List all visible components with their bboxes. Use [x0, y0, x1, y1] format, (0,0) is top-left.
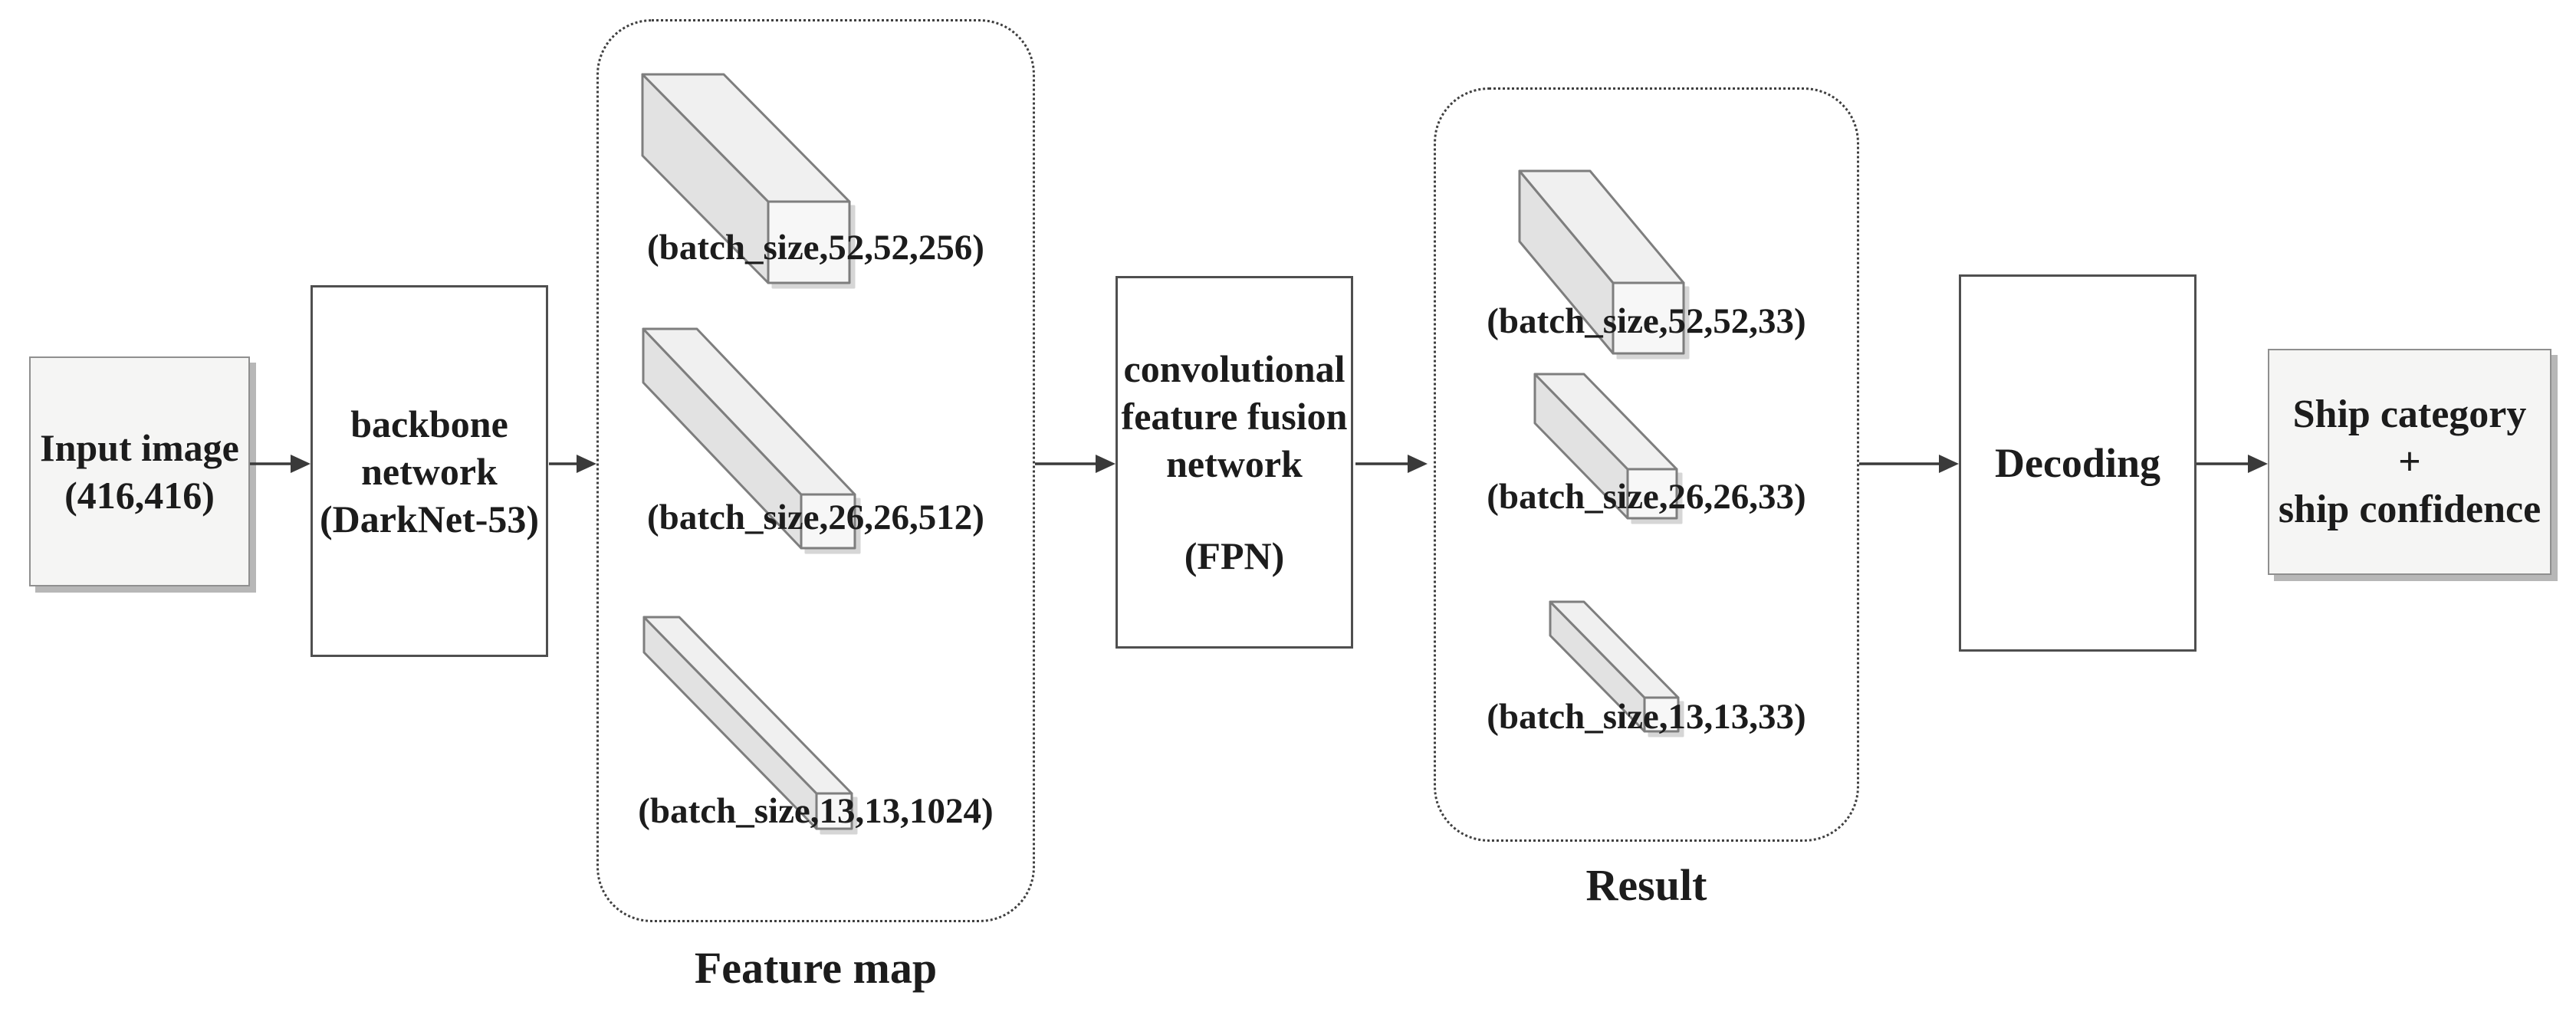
decoding-label: Decoding: [1995, 440, 2160, 486]
arrow-backbone-to-featuremap-icon: [549, 455, 596, 473]
result-group: [1434, 87, 1859, 842]
feature-tensor-bar-13x13x1024-icon: [642, 616, 853, 830]
fpn-label-line4: (FPN): [1184, 534, 1285, 577]
result-bar2-label: (batch_size,26,26,33): [1487, 477, 1806, 517]
arrow-result-to-decoding-icon: [1859, 455, 1959, 473]
input-image-label-line1: Input image: [40, 426, 239, 469]
output-label-line2: +: [2398, 439, 2421, 484]
arrow-fpn-to-result-icon: [1355, 455, 1428, 473]
result-tensor-bar-52x52x33-icon: [1518, 169, 1685, 355]
result-bar3-label: (batch_size,13,13,33): [1487, 697, 1806, 737]
feature-bar3-label: (batch_size,13,13,1024): [638, 791, 994, 831]
result-bar1-label: (batch_size,52,52,33): [1487, 301, 1806, 341]
feature-bar2-label: (batch_size,26,26,512): [647, 498, 984, 537]
fpn-label-line3: network: [1166, 442, 1303, 485]
feature-tensor-bar-26x26x512-icon: [642, 327, 856, 550]
input-image-box: Input image (416,416): [29, 356, 250, 586]
arrow-input-to-backbone-icon: [250, 455, 310, 473]
result-tensor-bar-26x26x33-icon: [1533, 373, 1678, 520]
arrow-decoding-to-output-icon: [2196, 455, 2268, 473]
output-box: Ship category + ship confidence: [2268, 349, 2551, 575]
feature-tensor-bar-52x52x256-icon: [641, 73, 851, 284]
feature-map-group: [596, 19, 1035, 922]
arrow-featuremap-to-fpn-icon: [1035, 455, 1116, 473]
backbone-label-line2: network: [361, 449, 498, 493]
result-caption: Result: [1585, 860, 1707, 910]
backbone-label-line1: backbone: [350, 402, 508, 445]
backbone-network-box: backbone network (DarkNet-53): [310, 285, 548, 657]
fpn-box: convolutional feature fusion network (FP…: [1116, 276, 1353, 649]
output-label-line1: Ship category: [2292, 392, 2527, 436]
decoding-box: Decoding: [1959, 274, 2196, 652]
fpn-label-line1: convolutional: [1123, 347, 1346, 390]
result-tensor-bar-13x13x33-icon: [1549, 600, 1680, 733]
feature-bar1-label: (batch_size,52,52,256): [647, 228, 984, 268]
output-label-line3: ship confidence: [2278, 487, 2542, 531]
feature-map-caption: Feature map: [694, 943, 938, 993]
fpn-label-line2: feature fusion: [1121, 395, 1348, 438]
input-image-label-line2: (416,416): [64, 474, 215, 517]
backbone-label-line3: (DarkNet-53): [319, 497, 539, 540]
